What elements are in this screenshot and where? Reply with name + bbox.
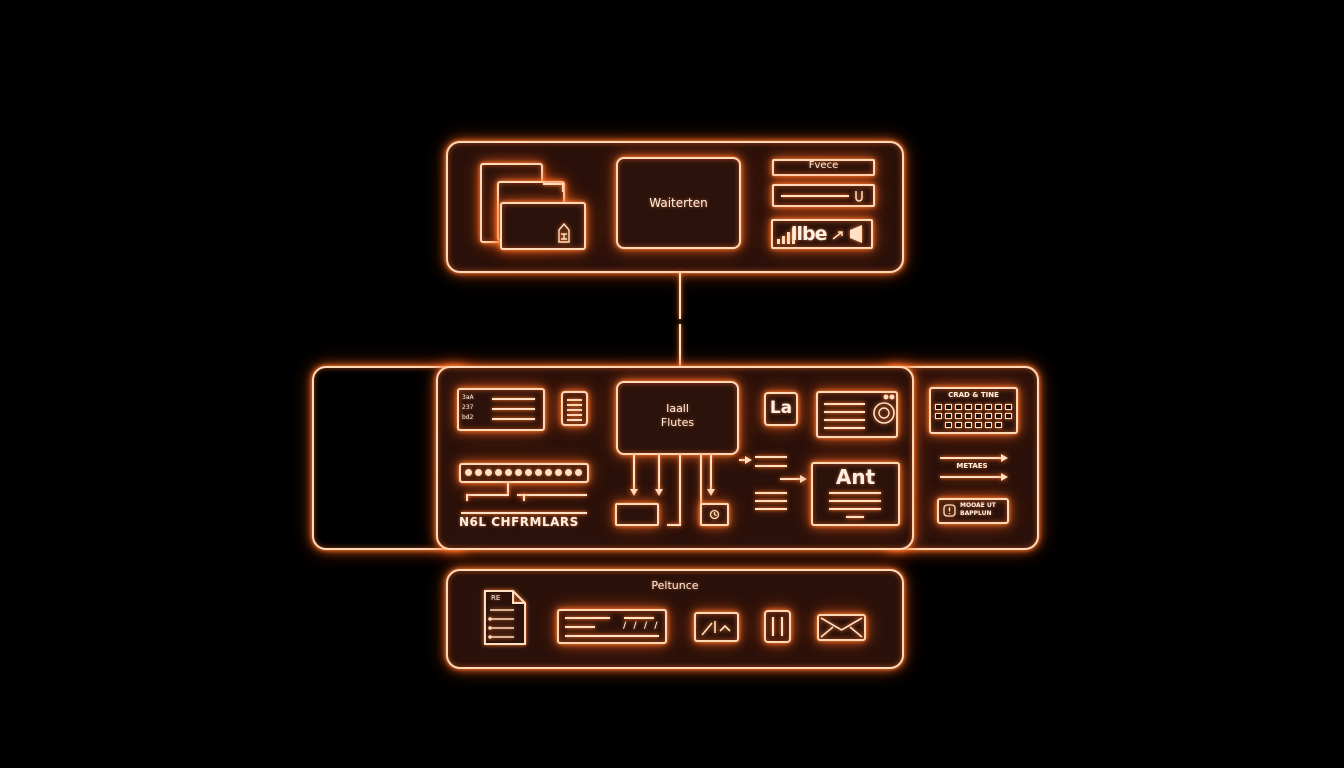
camera-lens-icon [873,394,895,424]
list-card[interactable] [457,388,545,431]
list-row-1-label: 3aA [462,394,474,401]
calendar-widget[interactable] [929,387,1018,434]
form-dots: / / / / [623,621,660,631]
connector-line-upper [679,273,681,319]
la-tile[interactable] [764,392,798,426]
header-field-label: Fvece [808,160,839,171]
trend-arrow-icon [832,231,843,240]
article-card-label: Ant [835,465,876,489]
timeline-axis [461,512,587,514]
la-tile-label: La [769,398,793,418]
timeline-label: N6L CHFRMLARS [459,515,579,529]
document-icon-label: RE [491,594,501,602]
mail-icon[interactable] [817,614,866,641]
bottom-panel-title: Peltunce [651,579,699,592]
article-card[interactable] [811,462,900,526]
pause-icon[interactable] [764,610,791,643]
alert-icon [943,504,956,517]
signal-bars-icon [777,228,795,244]
chart-icon[interactable] [694,612,739,642]
child-node-left[interactable] [615,503,659,526]
brand-label: llbe [791,223,828,245]
central-node-flutes[interactable] [616,381,739,455]
alert-label-line1: MOOAE UT [960,502,996,509]
upload-icon [558,222,570,243]
alert-label-line2: BAPPLUN [960,510,992,517]
flow-arrow-top [940,457,1002,459]
folder-front[interactable] [500,202,586,250]
center-node-waiterten[interactable] [616,157,741,249]
lock-icon [855,191,863,202]
flow-arrow-bottom [940,476,1002,478]
envelope-flap [820,617,863,638]
megaphone-icon [850,225,862,243]
progress-dots-bar[interactable] [459,463,589,483]
clock-icon [709,509,720,520]
slider-track[interactable] [781,195,849,197]
chart-line-glyph [701,621,731,636]
connector-line-lower [679,324,681,366]
calendar-label: CRAD & TINE [948,391,999,399]
central-node-label-line1: Iaall [666,402,689,415]
header-field[interactable] [772,159,875,176]
document-icon[interactable] [483,589,527,646]
list-row-2-label: 237 [462,404,474,411]
brand-bar[interactable] [771,219,873,249]
central-node-label-line2: Flutes [660,416,695,429]
center-node-label: Waiterten [649,196,708,210]
arrows-label: METAES [956,462,988,470]
list-row-3-label: bd2 [462,414,474,421]
